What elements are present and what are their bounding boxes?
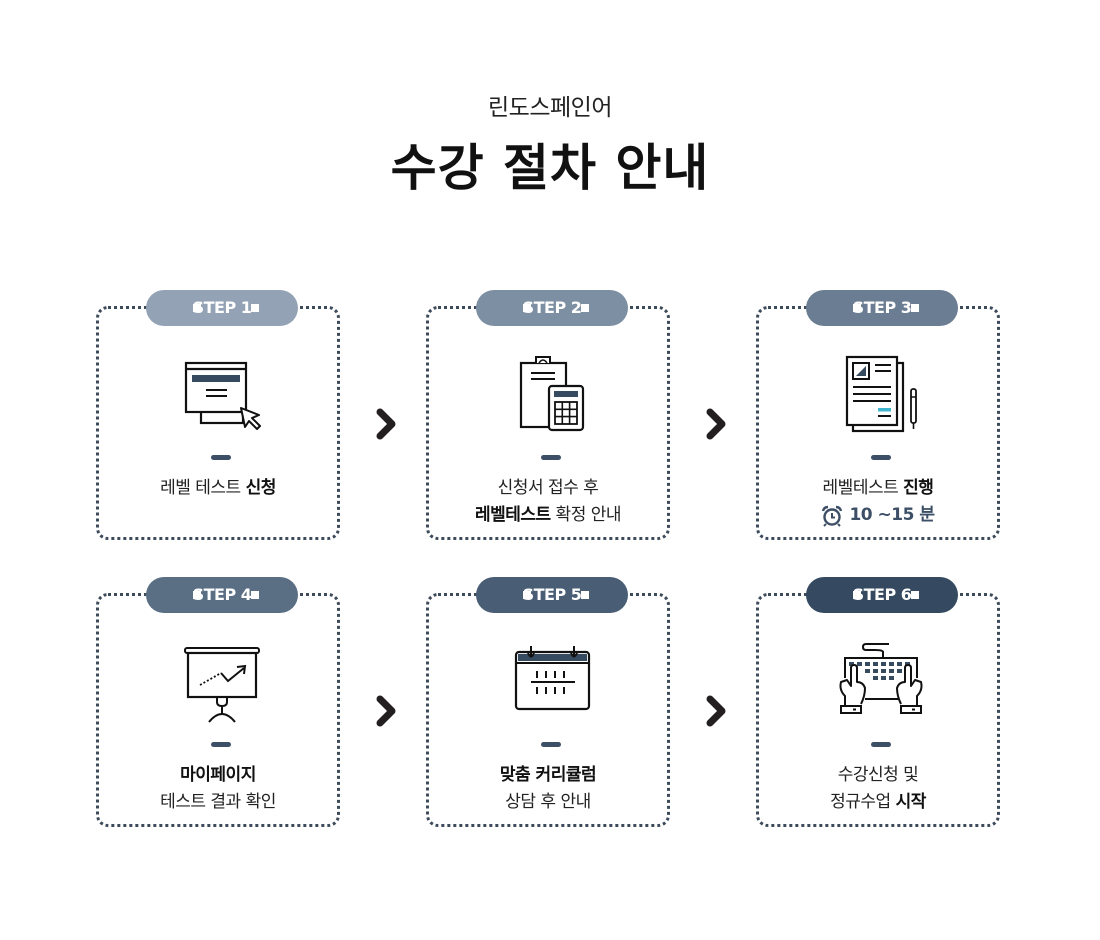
web-form-click-icon: [184, 361, 261, 430]
keyboard-typing-icon: [839, 643, 923, 714]
divider-dash: [871, 455, 891, 460]
step-description: 수강신청 및 정규수업 시작: [759, 762, 997, 816]
desc-bold-text: 마이페이지: [180, 765, 256, 785]
step-description: 마이페이지 테스트 결과 확인: [99, 762, 337, 816]
step-card-4: STEP 4 마이페이지 테스트 결과 확인: [96, 577, 340, 827]
page-title: 수강 절차 안내: [390, 139, 710, 197]
step-card-3: STEP 3 레벨테스트 진행 10 ~15 분: [756, 290, 1000, 540]
desc-text: 상담 후 안내: [505, 792, 591, 812]
step-badge: STEP 3: [806, 290, 958, 326]
step-description: 레벨테스트 진행 10 ~15 분: [759, 475, 997, 536]
step-card-6: STEP 6 수강신청 및 정규수업 시작: [756, 577, 1000, 827]
step-badge: STEP 6: [806, 577, 958, 613]
chevron-right-icon: [706, 408, 726, 440]
chevron-right-icon: [376, 695, 396, 727]
desc-bold-text: 레벨테스트: [474, 505, 551, 525]
step-description: 맞춤 커리큘럼 상담 후 안내: [429, 762, 667, 816]
divider-dash: [211, 455, 231, 460]
desc-text: 레벨테스트: [822, 478, 904, 498]
chevron-right-icon: [376, 408, 396, 440]
duration-label: 10 ~15 분: [821, 502, 935, 529]
calendar-icon: [514, 646, 591, 711]
desc-text: 신청서 접수 후: [497, 478, 599, 498]
step-description: 레벨 테스트 신청: [99, 475, 337, 502]
duration-text: 10 ~15 분: [849, 505, 935, 525]
step-card-1: STEP 1 레벨 테스트 신청: [96, 290, 340, 540]
desc-bold-text: 맞춤 커리큘럼: [499, 765, 597, 785]
clipboard-calculator-icon: [519, 356, 585, 432]
presentation-chart-icon: [184, 647, 260, 723]
alarm-clock-icon: [822, 505, 843, 527]
desc-bold-text: 진행: [903, 478, 934, 498]
desc-text: 레벨 테스트: [160, 478, 246, 498]
desc-text: 정규수업: [830, 792, 896, 812]
desc-text: 테스트 결과 확인: [160, 792, 276, 812]
desc-text: 확정 안내: [550, 505, 622, 525]
document-pen-icon: [845, 355, 917, 433]
step-card-5: STEP 5 맞춤 커리큘럼 상담 후 안내: [426, 577, 670, 827]
step-badge: STEP 4: [146, 577, 298, 613]
chevron-right-icon: [706, 695, 726, 727]
divider-dash: [541, 455, 561, 460]
divider-dash: [871, 742, 891, 747]
step-description: 신청서 접수 후 레벨테스트 확정 안내: [429, 475, 667, 529]
step-badge: STEP 1: [146, 290, 298, 326]
desc-bold-text: 시작: [895, 792, 927, 812]
divider-dash: [211, 742, 231, 747]
divider-dash: [541, 742, 561, 747]
step-badge: STEP 5: [476, 577, 628, 613]
step-card-2: STEP 2 신청서 접수 후 레벨테스트 확정 안내: [426, 290, 670, 540]
step-badge: STEP 2: [476, 290, 628, 326]
desc-text: 수강신청 및: [837, 765, 919, 785]
desc-bold-text: 신청: [245, 478, 277, 498]
brand-subtitle: 린도스페인어: [488, 95, 612, 121]
